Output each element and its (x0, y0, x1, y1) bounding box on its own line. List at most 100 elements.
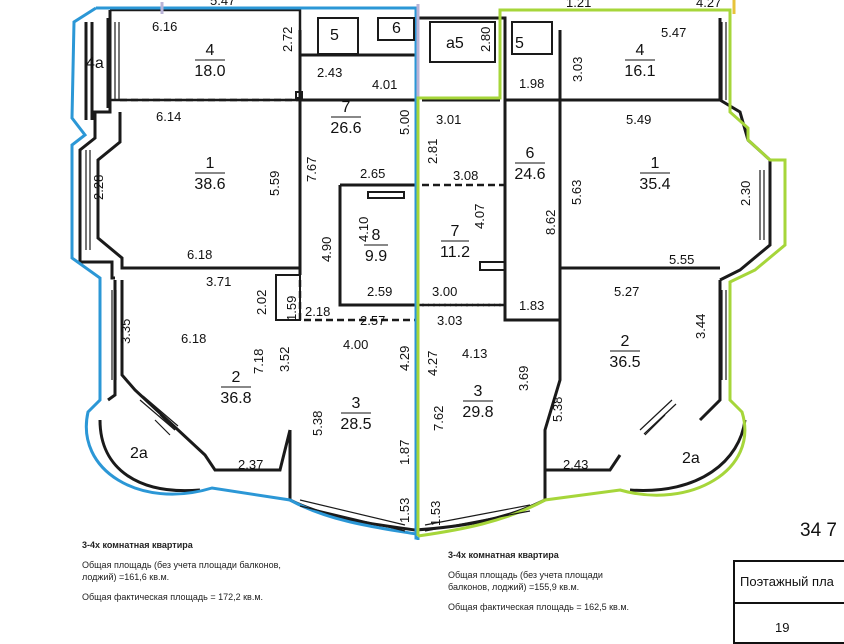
dimension-label: 3.03 (437, 313, 462, 328)
left-apartment-labels: 4a 5 6 2a a5 (86, 20, 464, 462)
info-line: Общая площадь (без учета площади (448, 570, 603, 580)
dimension-label: 2.81 (425, 139, 440, 164)
top-label: 5.47 (210, 0, 235, 8)
walls (78, 8, 772, 532)
room-number: 2 (232, 369, 241, 386)
right-apartment-labels: 5 2a (515, 35, 700, 467)
top-label: 1.21 (566, 0, 591, 10)
top-labels: 5.47 1.21 4.27 (210, 0, 721, 10)
space-label: 6 (392, 20, 401, 37)
dimension-label: 5.38 (550, 397, 565, 422)
dimension-label: 8.62 (543, 210, 558, 235)
info-heading: 3-4х комнатная квартира (82, 540, 193, 550)
dimension-label: 5.59 (267, 171, 282, 196)
dimension-label: 5.49 (626, 112, 651, 127)
dimension-label: 1.98 (519, 76, 544, 91)
room-area: 29.8 (462, 404, 493, 421)
dimension-label: 3.44 (693, 314, 708, 339)
dimension-label: 3.52 (277, 347, 292, 372)
info-line: балконов, лоджий) =155,9 кв.м. (448, 582, 580, 592)
dimension-label: 4.07 (472, 204, 487, 229)
dimension-label: 1.59 (284, 296, 299, 321)
room-area: 36.5 (609, 354, 640, 371)
space-label: 5 (330, 27, 339, 44)
room-number: 7 (342, 99, 351, 116)
space-label: a5 (446, 35, 464, 52)
dimension-label: 2.65 (360, 166, 385, 181)
dimension-label: 7.18 (251, 349, 266, 374)
dimension-label: 2.57 (360, 313, 385, 328)
room-number: 4 (636, 42, 645, 59)
info-line: Общая фактическая площадь = 172,2 кв.м. (82, 592, 264, 602)
space-label: 4a (86, 55, 104, 72)
room-number: 8 (372, 227, 381, 244)
room-number: 2 (621, 333, 630, 350)
dimension-label: 3.08 (453, 168, 478, 183)
room-area: 38.6 (194, 176, 225, 193)
dashed-partitions (120, 98, 720, 322)
dimension-label: 5.00 (397, 110, 412, 135)
dimension-label: 2.18 (305, 304, 330, 319)
room-number: 6 (526, 145, 535, 162)
dimension-label: 1.53 (397, 498, 412, 523)
top-label: 4.27 (696, 0, 721, 10)
right-apartment-outline (416, 8, 787, 538)
left-apartment-rooms: 4 18.0 7 26.6 1 38.6 8 9.9 2 36.8 3 28.5 (194, 42, 388, 433)
dimension-label: 4.00 (343, 337, 368, 352)
room-area: 36.8 (220, 390, 251, 407)
dimension-label: 6.18 (187, 247, 212, 262)
right-apartment-rooms: 4 16.1 6 24.6 1 35.4 7 11.2 2 36.5 3 29.… (440, 42, 671, 421)
sheet-number: 34 7 (800, 520, 837, 541)
right-apartment-info: 3-4х комнатная квартира Общая площадь (б… (448, 549, 668, 613)
dimension-label: 2.30 (738, 181, 753, 206)
room-area: 18.0 (194, 63, 225, 80)
room-number: 7 (451, 223, 460, 240)
room-number: 4 (206, 42, 215, 59)
dimension-label: 6.18 (181, 331, 206, 346)
dimension-label: 4.90 (319, 237, 334, 262)
dimension-label: 3.35 (118, 319, 133, 344)
dimension-label: 2.80 (478, 27, 493, 52)
dimension-label: 2.43 (563, 457, 588, 472)
window-rails (85, 22, 765, 532)
room-number: 1 (651, 155, 660, 172)
dimension-label: 2.59 (367, 284, 392, 299)
dimension-label: 7.67 (304, 157, 319, 182)
dimension-label: 4.27 (425, 351, 440, 376)
left-apartment-outline (70, 6, 420, 540)
dimension-label: 5.47 (661, 25, 686, 40)
dimension-label: 2.02 (254, 290, 269, 315)
info-line: лоджий) =161,6 кв.м. (82, 572, 170, 582)
dimension-label: 3.03 (570, 57, 585, 82)
space-label: 2a (682, 450, 700, 467)
room-area: 26.6 (330, 120, 361, 137)
room-area: 11.2 (440, 244, 470, 261)
dimension-label: 5.38 (310, 411, 325, 436)
title-block: Поэтажный пла 19 (733, 560, 844, 644)
room-area: 24.6 (514, 166, 545, 183)
dimension-label: 4.10 (356, 217, 371, 242)
room-area: 9.9 (365, 248, 387, 265)
info-line: Общая фактическая площадь = 162,5 кв.м. (448, 602, 630, 612)
room-number: 3 (352, 395, 361, 412)
dimension-label: 3.69 (516, 366, 531, 391)
dimension-label: 1.83 (519, 298, 544, 313)
dimension-label: 5.63 (569, 180, 584, 205)
dimension-label: 6.14 (156, 109, 181, 124)
room-number: 3 (474, 383, 483, 400)
dimension-label: 3.00 (432, 284, 457, 299)
dimension-label: 1.87 (397, 440, 412, 465)
dimension-label: 4.13 (462, 346, 487, 361)
info-line: Общая площадь (без учета площади балконо… (82, 560, 281, 570)
title-block-title: Поэтажный пла (740, 574, 834, 589)
dimension-label: 6.16 (152, 19, 177, 34)
dimension-label: 5.27 (614, 284, 639, 299)
left-apartment-info: 3-4х комнатная квартира Общая площадь (б… (82, 539, 322, 603)
dimension-label: 2.72 (280, 27, 295, 52)
space-label: 5 (515, 35, 524, 52)
dimension-label: 2.37 (238, 457, 263, 472)
dimension-label: 7.62 (431, 406, 446, 431)
dimension-label: 4.01 (372, 77, 397, 92)
